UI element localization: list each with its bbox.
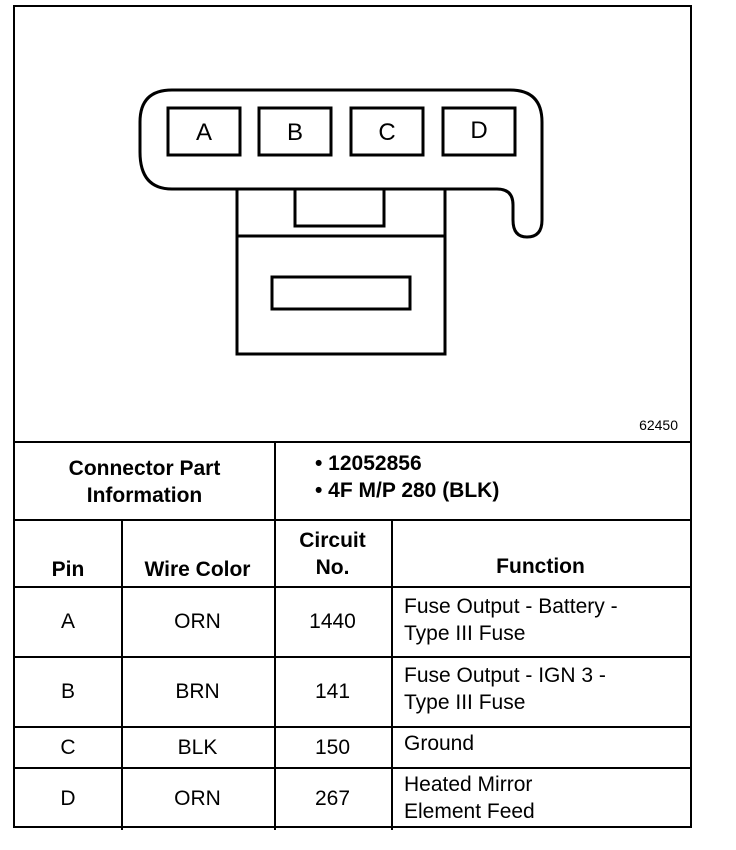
pin-column-divider — [121, 519, 123, 830]
row-a-circuit: 1440 — [309, 610, 356, 633]
lower-housing — [235, 234, 447, 356]
row-b-pin: B — [60, 680, 75, 703]
row-c-function: Ground — [404, 732, 475, 755]
row-a-wire-color: ORN — [174, 610, 221, 633]
part-info-bottom-border — [15, 519, 690, 521]
header-circuit-no: Circuit No. — [299, 529, 366, 579]
part-info-label: Connector Part Information — [68, 457, 221, 507]
row-d-circuit: 267 — [314, 786, 351, 810]
part-info-items: • 12052856 • 4F M/P 280 (BLK) — [315, 450, 499, 504]
row-d-pin: D — [60, 786, 76, 810]
header-bottom-border — [15, 586, 690, 588]
pin-b-label: B — [287, 119, 303, 146]
row-c-wire-color: BLK — [177, 735, 218, 759]
wire-column-divider — [274, 519, 276, 830]
pin-c-box — [349, 106, 425, 157]
latch-tab — [293, 187, 386, 228]
row-b-bottom-border — [15, 726, 690, 728]
connector-frame: A B C D 62450 Connector Part Information… — [13, 5, 692, 830]
row-b-wire-color: BRN — [175, 680, 220, 703]
header-pin: Pin — [51, 558, 85, 581]
pin-c-label: C — [378, 119, 395, 146]
part-info-divider — [274, 441, 276, 521]
header-function: Function — [496, 555, 585, 578]
row-c-pin: C — [60, 735, 76, 759]
row-c-circuit: 150 — [314, 735, 351, 759]
pin-d-label: D — [470, 117, 487, 144]
connector-diagram: A B C D — [138, 88, 544, 356]
connector-body-outline — [138, 88, 544, 239]
row-b-function: Fuse Output - IGN 3 - Type III Fuse — [404, 664, 606, 714]
row-d-wire-color: ORN — [174, 786, 221, 810]
row-a-function: Fuse Output - Battery - Type III Fuse — [404, 595, 618, 645]
circuit-column-divider — [391, 519, 393, 830]
pin-b-box — [257, 106, 333, 157]
table-top-border — [15, 441, 690, 443]
pin-a-label: A — [196, 119, 212, 146]
row-d-function: Heated Mirror Element Feed — [404, 773, 535, 823]
row-b-circuit: 141 — [314, 680, 351, 703]
pin-d-box — [441, 106, 517, 157]
lower-slot — [270, 275, 412, 311]
row-c-bottom-border — [15, 767, 690, 769]
pin-a-box — [166, 106, 242, 157]
figure-id: 62450 — [639, 417, 678, 433]
part-number: • 12052856 — [315, 452, 422, 475]
header-wire-color: Wire Color — [144, 558, 251, 581]
row-a-pin: A — [60, 610, 75, 633]
row-a-bottom-border — [15, 656, 690, 658]
part-descriptor: • 4F M/P 280 (BLK) — [315, 479, 500, 502]
